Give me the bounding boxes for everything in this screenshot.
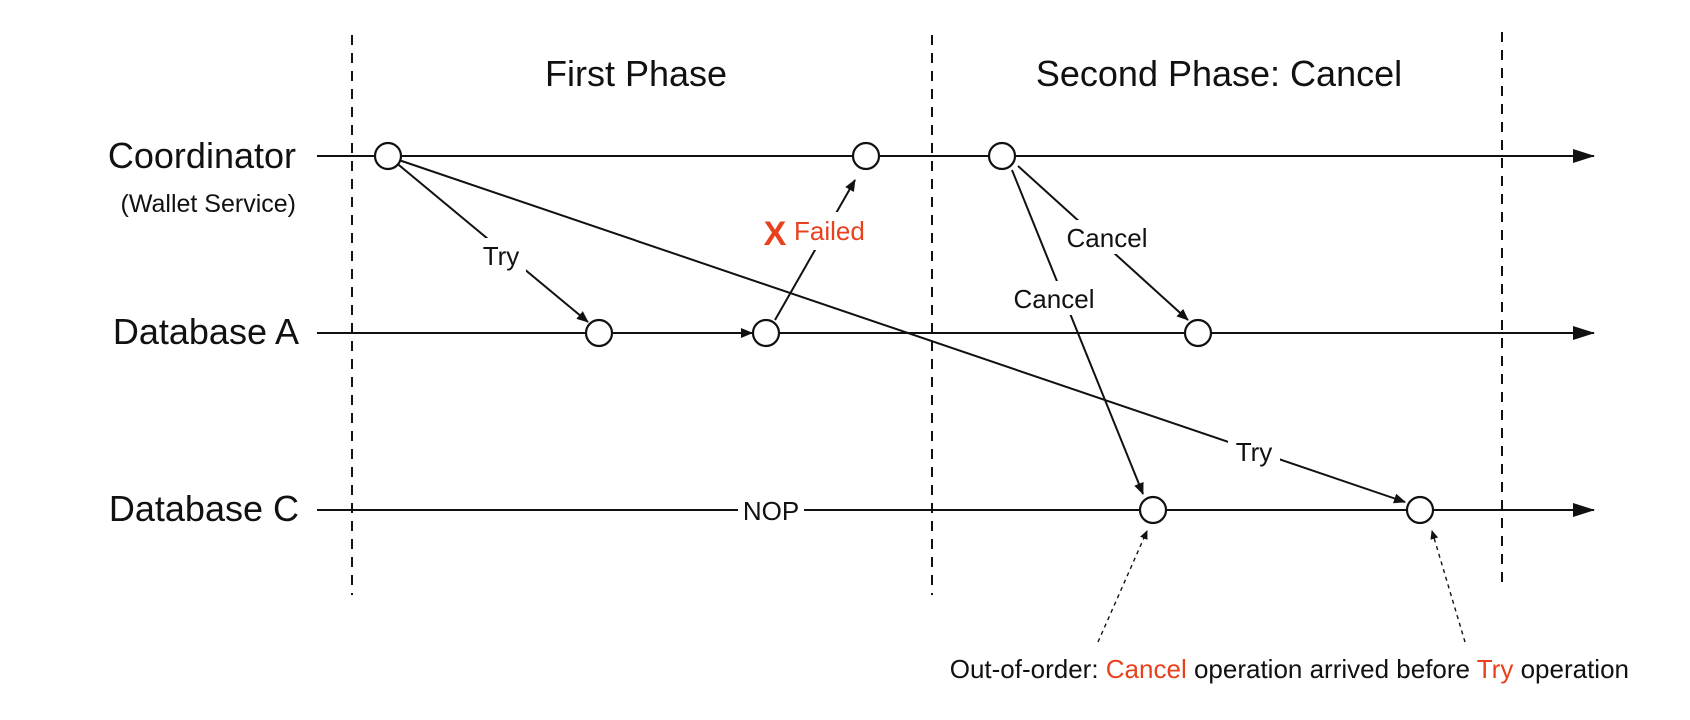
node-coordinator-start <box>373 141 403 171</box>
note-middle: operation arrived before <box>1187 654 1477 684</box>
note-prefix: Out-of-order: <box>950 654 1106 684</box>
out-of-order-note: Out-of-order: Cancel operation arrived b… <box>950 654 1629 684</box>
label-bg-try-c <box>1228 434 1280 468</box>
lane-label-coordinator: Coordinator <box>108 135 296 176</box>
note-try: Try <box>1477 654 1514 684</box>
label-failed: Failed <box>794 216 865 246</box>
label-cancel-database-a: Cancel <box>1067 223 1148 253</box>
failed-x-icon: X <box>764 215 787 253</box>
node-coordinator-failed <box>851 141 881 171</box>
node-database-a-try <box>584 318 614 348</box>
note-cancel: Cancel <box>1106 654 1187 684</box>
lane-sublabel-coordinator: (Wallet Service) <box>121 190 297 218</box>
lane-label-database-c: Database C <box>109 488 299 529</box>
label-bg-nop <box>738 494 804 526</box>
lane-label-database-a: Database A <box>113 311 299 352</box>
label-try-database-a: Try <box>483 241 520 271</box>
node-database-a-fail <box>751 318 781 348</box>
label-cancel-database-c: Cancel <box>1014 284 1095 314</box>
label-nop: NOP <box>743 496 799 526</box>
node-coordinator-cancel <box>987 141 1017 171</box>
node-database-c-try <box>1405 495 1435 525</box>
phase-title-second: Second Phase: Cancel <box>1036 53 1402 94</box>
phase-title-first: First Phase <box>545 53 727 94</box>
label-bg-try-a <box>476 238 526 272</box>
node-database-a-cancel <box>1183 318 1213 348</box>
node-database-c-cancel <box>1138 495 1168 525</box>
pointer-to-cancel-node <box>1097 530 1148 643</box>
label-try-database-c: Try <box>1236 437 1273 467</box>
label-bg-cancel-c <box>1004 281 1104 315</box>
pointer-to-try-node <box>1430 530 1466 643</box>
arrow-cancel-to-database-c <box>1011 169 1144 495</box>
note-suffix: operation <box>1513 654 1629 684</box>
label-bg-failed <box>756 212 882 250</box>
label-bg-cancel-a <box>1058 220 1156 254</box>
